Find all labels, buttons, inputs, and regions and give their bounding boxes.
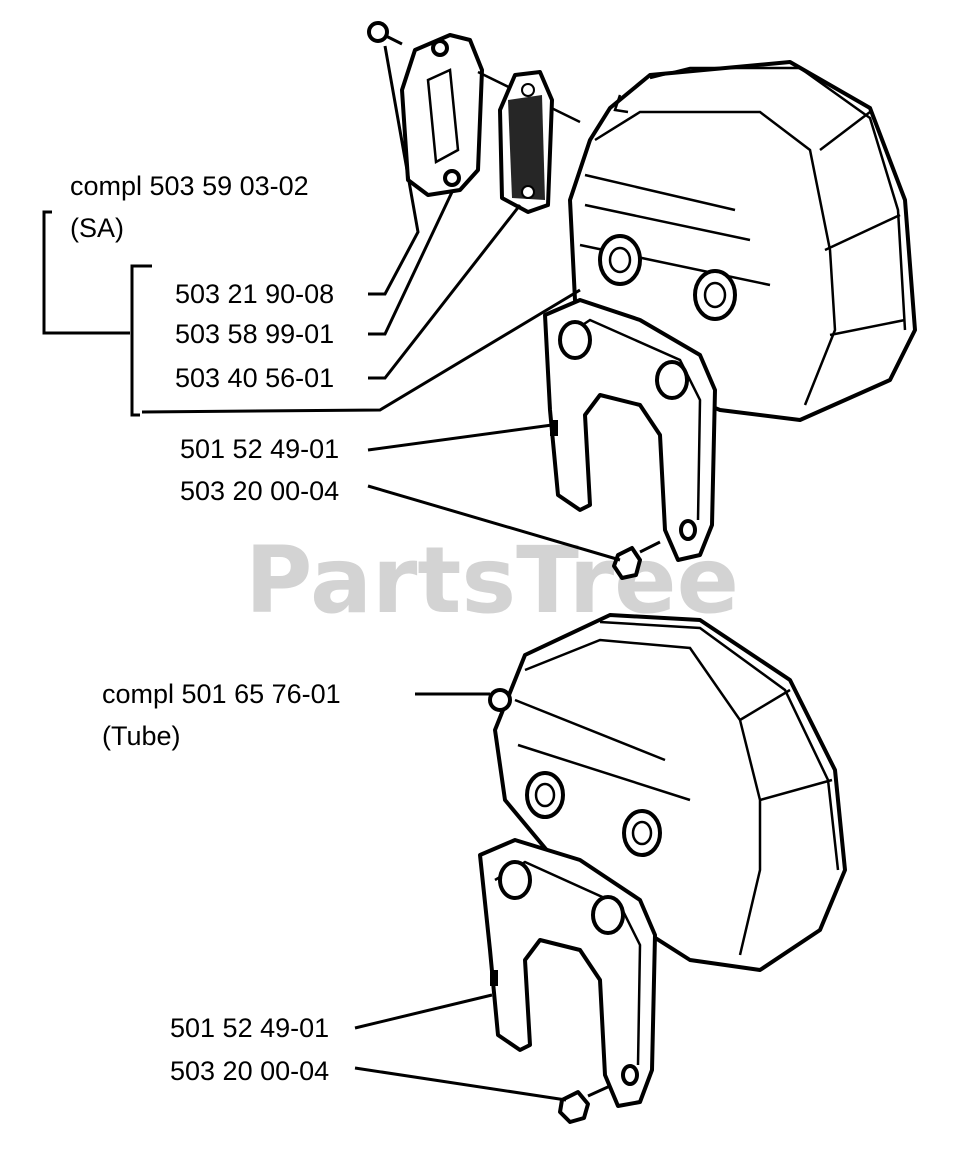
- bracket-inner: [130, 264, 152, 417]
- part-label-503-20-00-04-bottom: 503 20 00-04: [170, 1056, 329, 1086]
- bracket-plate-bottom: [478, 838, 657, 1108]
- callout-compl-top: compl 503 59 03-02: [70, 171, 309, 201]
- leader-assembly-top: [141, 288, 581, 414]
- muffler-hole-left: [598, 234, 642, 286]
- leader-503-21-90-08: [368, 45, 420, 296]
- bracket-plate-top: [543, 298, 717, 562]
- tube-outlet: [488, 688, 512, 712]
- screw-bracket-bottom: [558, 1084, 611, 1124]
- callout-variant-top: (SA): [70, 213, 124, 243]
- leader-503-40-56-01: [368, 204, 522, 380]
- leader-501-52-49-01-bottom: [354, 993, 493, 1030]
- top-muffler-assembly: [367, 21, 917, 580]
- part-label-503-21-90-08: 503 21 90-08: [175, 279, 334, 309]
- spark-arrestor-screen: [498, 70, 554, 214]
- callout-compl-bottom: compl 501 65 76-01: [102, 679, 341, 709]
- top-callouts: compl 503 59 03-02 (SA) 503 21 90-08 503…: [42, 45, 621, 562]
- part-label-501-52-49-01-top: 501 52 49-01: [180, 434, 339, 464]
- callout-variant-bottom: (Tube): [102, 721, 181, 751]
- leader-503-58-99-01: [368, 191, 454, 336]
- screw-bracket-top: [612, 540, 661, 580]
- part-label-501-52-49-01-bottom: 501 52 49-01: [170, 1013, 329, 1043]
- bottom-muffler-assembly: [478, 613, 847, 1124]
- leader-503-20-00-04-bottom: [354, 1066, 567, 1102]
- part-label-503-58-99-01: 503 58 99-01: [175, 319, 334, 349]
- muffler-hole-right: [693, 269, 737, 321]
- part-label-503-40-56-01: 503 40 56-01: [175, 363, 334, 393]
- bracket-outer: [42, 210, 130, 335]
- part-label-503-20-00-04-top: 503 20 00-04: [180, 476, 339, 506]
- leader-501-52-49-01-top: [367, 423, 553, 452]
- leader-503-20-00-04-top: [367, 484, 621, 562]
- screw-top: [367, 21, 403, 46]
- bottom-callouts: compl 501 65 76-01 (Tube) 501 52 49-01 5…: [102, 679, 567, 1102]
